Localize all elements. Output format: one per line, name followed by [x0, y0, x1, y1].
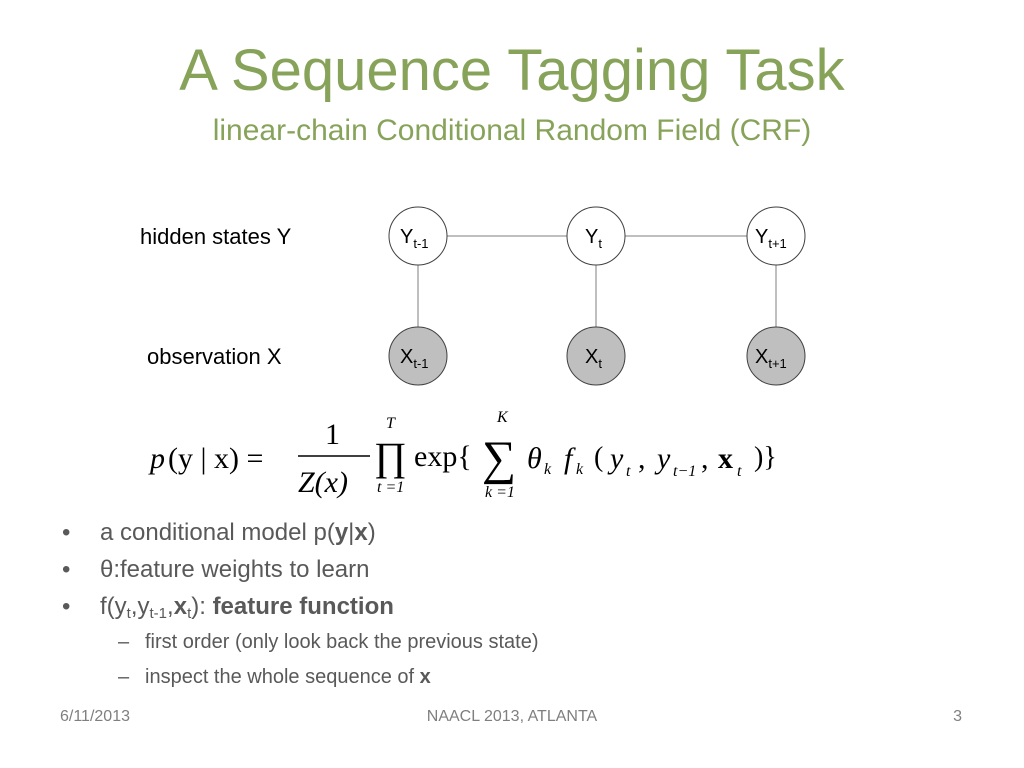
observation-label: observation X [147, 344, 282, 369]
crf-probability-formula: p (y | x) = 1 Z(x) T ∏ t =1 exp{ K ∑ k =… [148, 409, 777, 501]
svg-text:Yt: Yt [585, 226, 602, 251]
formula-exp: exp{ [414, 440, 472, 473]
observed-node-x-t-plus-1: Xt+1 [746, 326, 806, 386]
svg-text:Xt-1: Xt-1 [400, 346, 429, 371]
footer-date: 6/11/2013 [60, 708, 130, 725]
svg-text:Yt+1: Yt+1 [755, 226, 787, 251]
formula-sum-lower: k =1 [485, 484, 515, 501]
formula-comma-1: , [638, 442, 646, 475]
footer-page-number: 3 [953, 708, 962, 725]
sub-bullet-container: first order (only look back the previous… [60, 629, 539, 699]
bullet-feature-function: f(yt,yt-1,xt): feature function [60, 592, 539, 629]
formula-y-prev-sub: t−1 [673, 463, 696, 480]
formula-y-prev: y [654, 442, 671, 475]
formula-comma-2: , [701, 442, 709, 475]
hidden-node-y-t: Yt [566, 206, 626, 266]
crf-graph: Yt-1 Yt Yt+1 Xt-1 Xt Xt+1 [388, 206, 806, 386]
hidden-node-y-t-plus-1: Yt+1 [746, 206, 806, 266]
formula-f-sub: k [576, 461, 584, 478]
slide-title: A Sequence Tagging Task [179, 38, 845, 103]
slide-subtitle: linear-chain Conditional Random Field (C… [212, 114, 812, 147]
formula-theta: θ [527, 442, 542, 475]
hidden-node-y-t-minus-1: Yt-1 [388, 206, 448, 266]
formula-p: p [148, 442, 165, 475]
formula-frac-denominator: Z(x) [298, 466, 348, 499]
sub-bullet-whole-sequence: inspect the whole sequence of x [60, 664, 539, 699]
bullet-conditional-model: a conditional model p(y|x) [60, 518, 539, 555]
hidden-states-label: hidden states Y [140, 224, 292, 249]
bullet-feature-weights: θ:feature weights to learn [60, 555, 539, 592]
formula-y: y [607, 442, 624, 475]
svg-text:Xt+1: Xt+1 [755, 346, 787, 371]
formula-prod-upper: T [386, 415, 396, 432]
observed-node-x-t: Xt [566, 326, 626, 386]
formula-f: f [564, 442, 576, 475]
formula-y-sub: t [626, 463, 631, 480]
formula-frac-numerator: 1 [325, 418, 340, 451]
observed-node-x-t-minus-1: Xt-1 [388, 326, 448, 386]
formula-args-open: ( [594, 442, 603, 473]
formula-close: )} [754, 442, 777, 473]
formula-theta-sub: k [544, 461, 552, 478]
formula-x-sub: t [737, 463, 742, 480]
svg-text:Yt-1: Yt-1 [400, 226, 429, 251]
formula-x: x [718, 442, 733, 475]
formula-product-symbol: ∏ [374, 434, 407, 479]
bullet-list: a conditional model p(y|x) θ:feature wei… [60, 518, 539, 699]
svg-text:Xt: Xt [585, 346, 602, 371]
formula-sum-upper: K [496, 409, 509, 426]
sub-bullet-first-order: first order (only look back the previous… [60, 629, 539, 664]
footer-conference: NAACL 2013, ATLANTA [426, 708, 598, 725]
formula-lhs-args: (y | x) = [168, 442, 263, 475]
formula-prod-lower: t =1 [377, 479, 404, 496]
formula-sum-symbol: ∑ [482, 432, 516, 485]
